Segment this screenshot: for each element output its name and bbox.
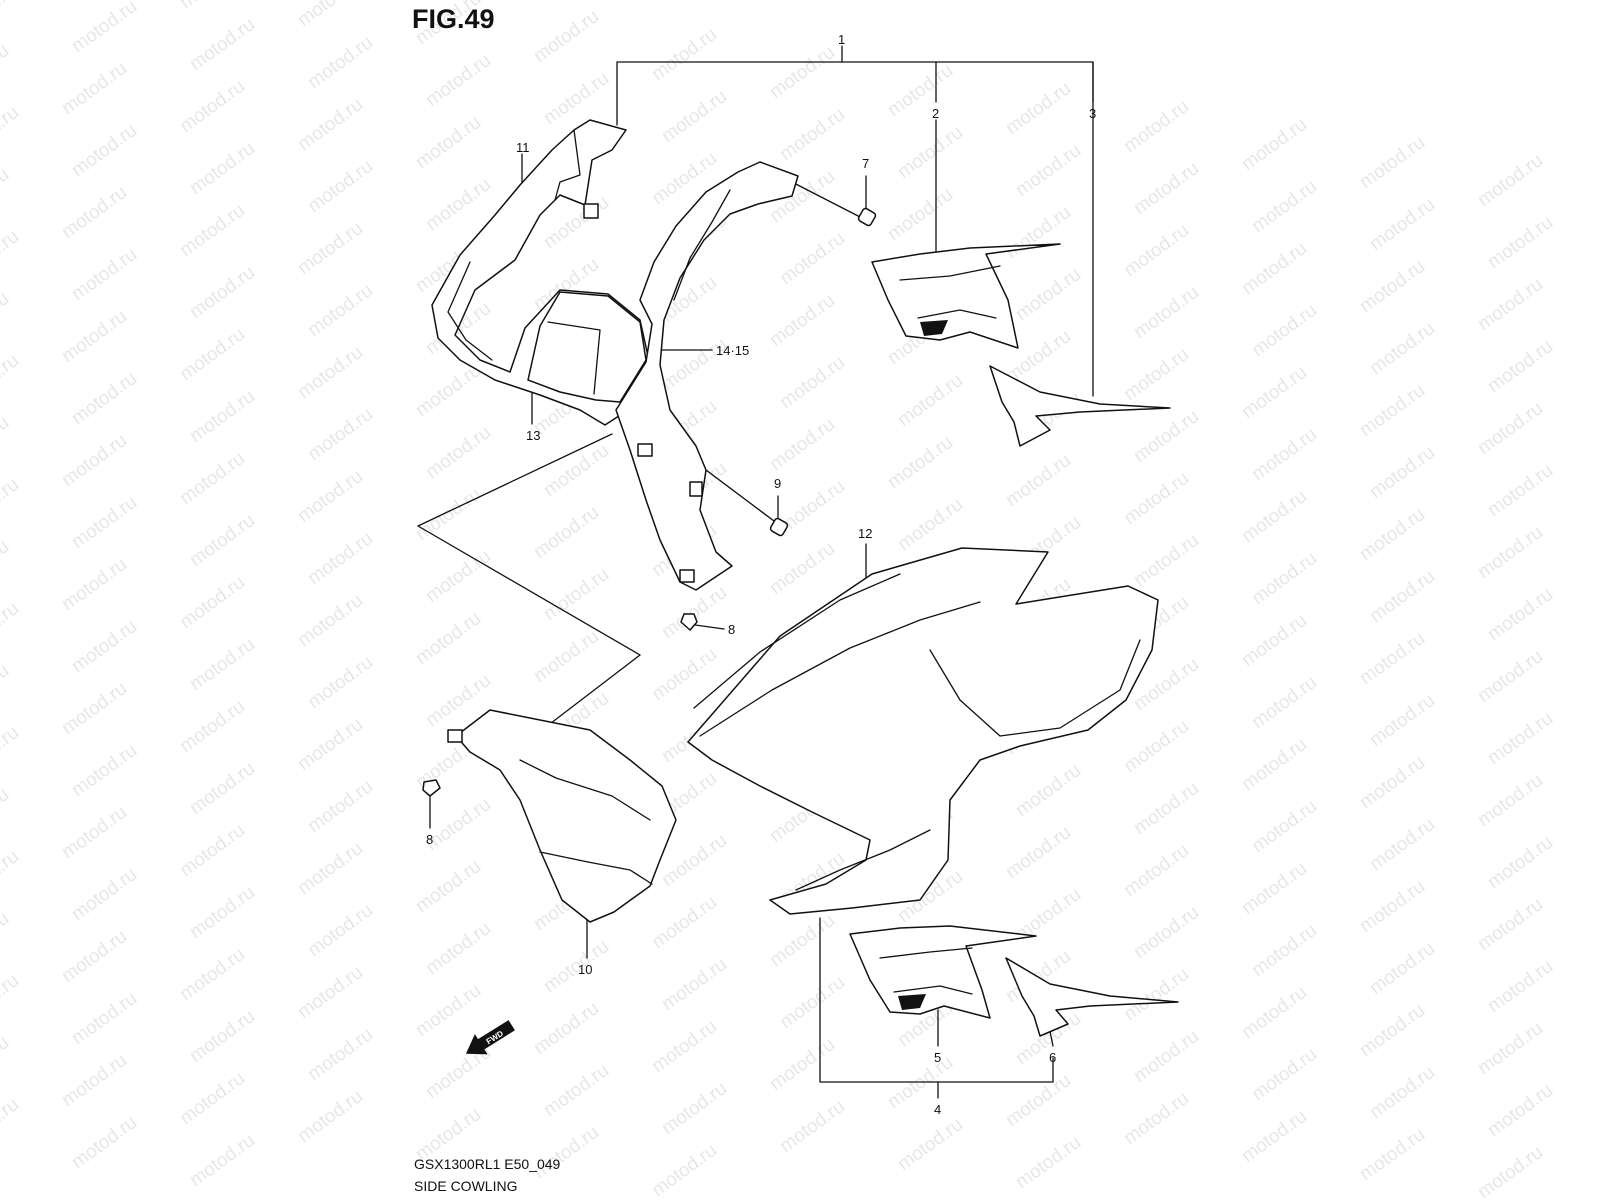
callout-11: 11 [516,140,530,155]
clip-8b [422,779,441,797]
callout-14-15: 14·15 [716,343,749,358]
part-2-decal [871,243,1061,349]
callout-2: 2 [932,106,939,121]
panel-14-15-tab-a [637,443,653,457]
callout-3: 3 [1089,106,1096,121]
frame-11-tab [583,203,599,219]
cowling-12-lower-ridge [795,829,931,891]
callout-8b: 8 [426,832,433,847]
part-12-side-cowling [687,547,1159,915]
decal-5-outline [849,925,1037,1019]
decal-5-stroke-a [879,947,973,959]
cowling-12-outline [687,547,1159,915]
panel-14-15-ridge [673,189,731,301]
guide-line-a [417,433,613,527]
cover-13-outline [527,291,647,403]
part-14-15-curved-panel [615,161,799,591]
diagram-caption: SIDE COWLING [414,1178,518,1194]
panel-14-15-outline [615,161,799,591]
decal-2-stroke-a [899,265,1001,281]
decal-2-stroke-b [917,309,997,319]
part-5-decal [849,925,1037,1019]
decal-6-outline [1005,957,1179,1037]
fwd-arrow: FWD [465,1020,515,1055]
callout-labels: 1 2 3 4 5 6 7 8 8 9 10 11 12 13 14·15 [426,32,1096,1117]
frame-11-ridge [554,129,581,201]
guide-line-b [417,525,641,656]
nut-9 [769,517,789,537]
frame-11-inner-edge [447,261,493,361]
fwd-arrow-shape [465,1020,515,1055]
cowling-12-vent-edge [929,639,1141,737]
part-3-decal [989,365,1171,447]
panel-14-15-tab-c [679,569,695,583]
callout-4: 4 [934,1102,941,1117]
bracket-part-4 [819,917,1054,1083]
clip-8a [680,613,698,631]
panel-10-ridge-a [519,759,651,821]
decal-2-outline [871,243,1061,349]
callout-1: 1 [838,32,845,47]
panel-10-tab [447,729,463,743]
part-10-lower-panel [447,709,677,923]
leader-7-screw-line [787,179,863,219]
cowling-12-mid-ridge [699,601,981,737]
panel-10-outline [455,709,677,923]
part-13-inner-cover [527,291,647,403]
cowling-12-top-ridge [693,573,901,709]
callout-8a: 8 [728,622,735,637]
fasteners [422,207,877,797]
bracket-part-1 [616,61,1094,397]
nut-7 [857,207,877,227]
callout-10: 10 [578,962,592,977]
decal-5-stroke-b [893,985,973,995]
callout-9: 9 [774,476,781,491]
panel-10-ridge-b [539,851,653,885]
figure-title: FIG.49 [412,4,495,34]
callout-6: 6 [1049,1050,1056,1065]
callout-13: 13 [526,428,540,443]
model-code: GSX1300RL1 E50_049 [414,1156,561,1172]
cover-13-ridge [547,321,601,395]
panel-14-15-tab-b [689,481,703,497]
guide-line-c [541,654,641,731]
callout-12: 12 [858,526,872,541]
decal-2-logo [920,320,948,336]
part-6-decal [1005,957,1179,1037]
callout-5: 5 [934,1050,941,1065]
decal-5-logo [898,994,926,1010]
decal-3-outline [989,365,1171,447]
callout-7: 7 [862,156,869,171]
